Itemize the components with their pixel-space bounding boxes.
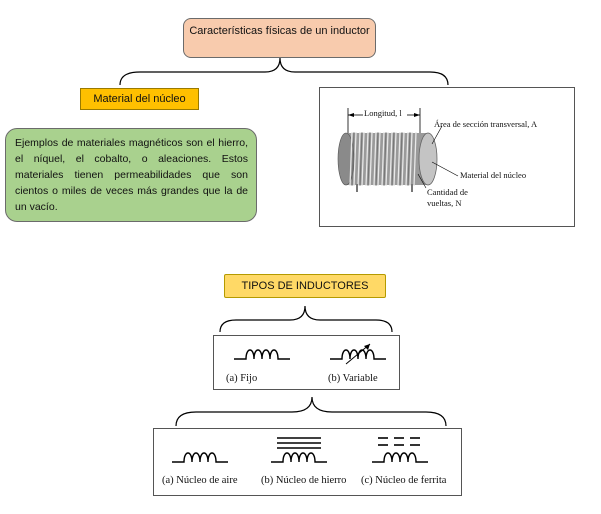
fixed-label: (a) Fijo [226, 373, 258, 384]
iron-core-label: (b) Núcleo de hierro [261, 475, 347, 486]
turns-label-line2: vueltas, N [427, 198, 462, 208]
fixed-variable-figure: (a) Fijo (b) Variable [213, 335, 400, 390]
air-core-label: (a) Núcleo de aire [162, 475, 238, 486]
inductor-types-title: TIPOS DE INDUCTORES [224, 274, 386, 298]
core-material-label-text: Material del núcleo [93, 93, 186, 105]
diagram-title: Características físicas de un inductor [183, 18, 376, 58]
inductor-types-title-text: TIPOS DE INDUCTORES [241, 280, 369, 292]
core-material-description-text: Ejemplos de materiales magnéticos son el… [15, 137, 248, 213]
core-types-figure: (a) Núcleo de aire (b) Núcleo de hierro … [153, 428, 462, 496]
length-label: Longitud, l [364, 108, 402, 118]
air-core-inductor-icon [172, 452, 228, 463]
turns-label-line1: Cantidad de [427, 187, 468, 197]
core-material-figure-label: Material del núcleo [460, 170, 527, 180]
variable-inductor-icon [330, 343, 386, 365]
cross-section-area-label: Área de sección transversal, A [434, 119, 538, 129]
core-material-description: Ejemplos de materiales magnéticos son el… [5, 128, 257, 222]
variable-label: (b) Variable [328, 373, 378, 384]
fixed-inductor-icon [234, 349, 290, 360]
diagram-title-text: Características físicas de un inductor [189, 25, 370, 37]
inductor-coil-illustration [337, 108, 459, 192]
core-material-label: Material del núcleo [80, 88, 199, 110]
ferrite-core-label: (c) Núcleo de ferrita [361, 475, 447, 486]
ferrite-core-inductor-icon [372, 437, 428, 463]
iron-core-inductor-icon [271, 437, 327, 463]
inductor-physical-figure: Longitud, l Área de sección transversal,… [319, 87, 575, 227]
